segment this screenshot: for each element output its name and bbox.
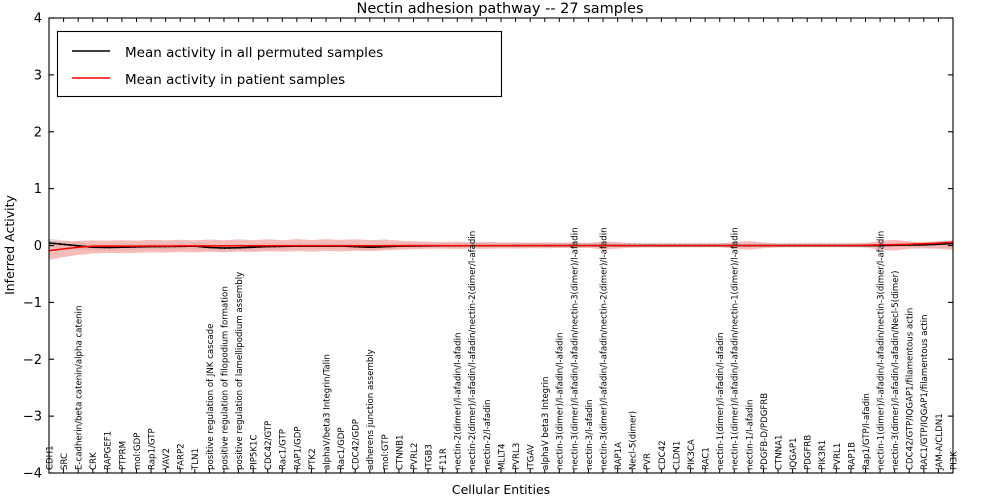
x-tick-label: nectin-2(dimer)/l-afadin/l-afadin — [454, 333, 464, 470]
x-tick-label: SRC — [60, 453, 70, 470]
y-tick-label: 0 — [34, 239, 42, 254]
x-tick-label: RAP1/GDP — [293, 426, 303, 470]
y-axis-label: Inferred Activity — [2, 194, 17, 294]
x-axis-label: Cellular Entities — [452, 482, 550, 497]
x-tick-label: MLLT4 — [497, 443, 507, 470]
x-tick-label: CTNNB1 — [395, 435, 405, 470]
legend-box — [56, 30, 503, 98]
x-tick-label: RAPGEF1 — [104, 431, 114, 470]
x-tick-label: positive regulation of JNK cascade — [206, 324, 216, 470]
x-tick-label: nectin-3(dimer)/l-afadin/l-afadin/nectin… — [599, 227, 609, 470]
legend-label-permuted: Mean activity in all permuted samples — [125, 45, 383, 61]
x-tick-label: Rap1/GTP — [147, 428, 157, 470]
confidence-band-patient — [49, 239, 953, 260]
y-axis-ticks: −4 −3 −2 −1 0 1 2 3 4 — [23, 12, 953, 482]
y-tick-label: 1 — [34, 182, 42, 197]
legend-label-patient: Mean activity in patient samples — [125, 72, 345, 88]
chart-title: Nectin adhesion pathway -- 27 samples — [356, 1, 643, 17]
y-tick-label: −4 — [23, 467, 42, 482]
x-tick-label: ITGAV — [527, 444, 537, 470]
x-tick-label: CDC42/GTP/IQGAP1/filamentous actin — [906, 308, 916, 470]
chart-legend[interactable]: Mean activity in all permuted samples Me… — [56, 30, 503, 98]
x-tick-label: E-cadherin/beta catenin/alpha catenin — [75, 306, 85, 470]
x-tick-label: ITGB3 — [425, 444, 435, 470]
y-tick-label: 4 — [34, 12, 42, 27]
x-tick-label: nectin-1(dimer)/l-afadin/l-afadin/nectin… — [731, 227, 741, 470]
x-tick-label: alphaV beta3 Integrin — [541, 377, 551, 470]
y-tick-label: −1 — [23, 296, 42, 311]
x-tick-label: PIK3R1 — [818, 440, 828, 470]
x-tick-label: IQGAP1 — [789, 438, 799, 471]
x-tick-label: nectin-1(dimer)/l-afadin/l-afadin — [716, 333, 726, 470]
x-tick-label: JAM-A/CLDN1 — [935, 413, 945, 471]
x-axis-ticks: CDH1 SRC E-cadherin/beta catenin/alpha cat… — [45, 18, 959, 473]
y-tick-label: −2 — [23, 353, 42, 368]
x-tick-label: PDGFRB — [804, 435, 814, 470]
x-tick-label: CDH1 — [45, 445, 55, 470]
x-tick-label: Rac1/GDP — [337, 427, 347, 470]
x-tick-label: positive regulation of filopodium format… — [220, 286, 230, 470]
y-tick-label: −3 — [23, 410, 42, 425]
x-tick-label: nectin-1/l-afadin — [745, 400, 755, 470]
series-line-layer — [48, 241, 954, 252]
x-tick-label: PI3K — [949, 451, 959, 470]
x-tick-label: Rap1/GTP/l-afadin — [862, 393, 872, 470]
x-tick-label: PDGFB-D/PDGFRB — [760, 393, 770, 470]
x-tick-label: PIK3CA — [687, 439, 697, 470]
x-tick-label: PVR — [643, 453, 653, 470]
x-tick-label: nectin-2/l-afadin — [483, 400, 493, 470]
x-tick-label: Necl-5(dimer) — [629, 411, 639, 470]
x-tick-label: adherens junction assembly — [366, 349, 376, 470]
x-tick-label: nectin-3(dimer)/l-afadin/l-afadin/Necl-5… — [891, 271, 901, 470]
x-tick-label: PVRL3 — [512, 443, 522, 470]
x-tick-label: FARP2 — [177, 443, 187, 470]
x-tick-label: PVRL1 — [833, 443, 843, 470]
x-tick-label: PIP5K1C — [250, 435, 260, 470]
y-tick-label: 2 — [34, 125, 42, 140]
x-tick-label: CTNNA1 — [774, 435, 784, 470]
x-tick-label: mol:GDP — [133, 433, 143, 470]
x-tick-label: nectin-1(dimer)/l-afadin/l-afadin/nectin… — [877, 231, 887, 470]
x-tick-label: CRK — [89, 452, 99, 470]
x-tick-label: CDC42 — [658, 440, 668, 470]
x-tick-label: F11R — [439, 448, 449, 470]
x-tick-label: RAC1/GTP/IQGAP1/filamentous actin — [920, 315, 930, 470]
x-tick-label: RAC1 — [702, 447, 712, 470]
x-tick-label: CDC42/GTP — [264, 421, 274, 470]
x-tick-label: PTK2 — [308, 448, 318, 470]
x-tick-label: Rac1/GTP — [279, 429, 289, 470]
x-tick-label: alphaV/beta3 Integrin/Talin — [322, 354, 332, 470]
x-tick-label: nectin-2(dimer)/l-afadin/l-afadin/nectin… — [468, 231, 478, 470]
x-tick-label: CDC42/GDP — [352, 419, 362, 470]
x-tick-label: PTPRM — [118, 441, 128, 470]
x-tick-label: mol:GTP — [381, 434, 391, 470]
x-tick-label: TLN1 — [191, 448, 201, 471]
x-tick-label: positive regulation of lamellipodium ass… — [235, 272, 245, 470]
x-tick-label: VAV2 — [162, 448, 172, 470]
x-tick-label: nectin-3(dimer)/l-afadin/l-afadin/nectin… — [570, 227, 580, 470]
x-tick-label: nectin-3(dimer)/l-afadin/l-afadin — [556, 333, 566, 470]
x-tick-label: nectin-3/l-afadin — [585, 400, 595, 470]
series-line-permuted-dotted — [48, 242, 954, 249]
x-tick-label: PVRL2 — [410, 443, 420, 470]
x-tick-label: CLDN1 — [672, 441, 682, 470]
x-tick-label: RAP1A — [614, 442, 624, 470]
series-line-patient — [48, 241, 954, 252]
y-tick-label: 3 — [34, 68, 42, 83]
x-tick-label: RAP1B — [847, 442, 857, 470]
